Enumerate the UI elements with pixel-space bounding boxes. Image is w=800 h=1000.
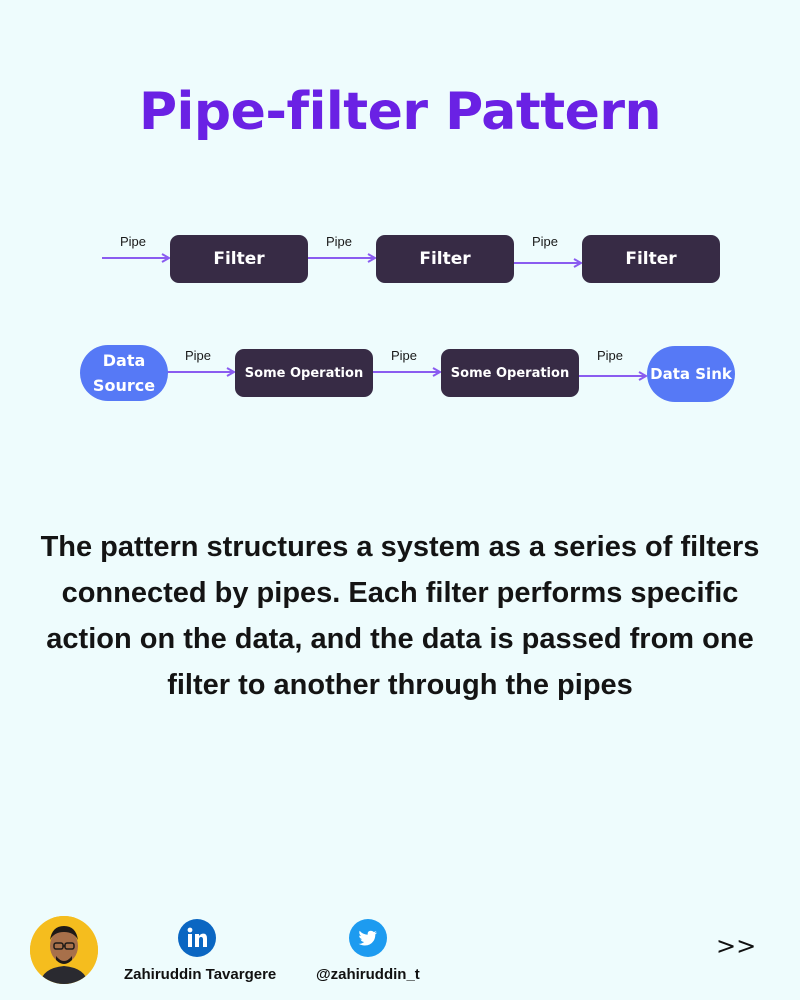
- data-source-node: Data Source: [80, 345, 168, 401]
- avatar: [30, 916, 98, 984]
- pipe-label: Pipe: [532, 234, 559, 249]
- data-sink-node: Data Sink: [647, 346, 735, 402]
- pipe-label: Pipe: [185, 348, 212, 363]
- avatar-portrait: [30, 916, 98, 984]
- filter-box: Filter: [582, 235, 720, 283]
- page-title: Pipe-filter Pattern: [138, 82, 662, 142]
- filter-box: Filter: [376, 235, 514, 283]
- linkedin-icon[interactable]: [178, 919, 216, 957]
- linkedin-logo: [187, 927, 207, 947]
- operation-box: Some Operation: [441, 349, 579, 397]
- twitter-bird: [358, 930, 377, 946]
- twitter-handle[interactable]: @zahiruddin_t: [316, 966, 420, 983]
- author-name[interactable]: Zahiruddin Tavargere: [124, 966, 277, 983]
- pipe-filter-diagram: Pipe Filter Pipe Filter Pipe Filter Data…: [0, 0, 800, 480]
- pipe-label: Pipe: [391, 348, 418, 363]
- description-text: The pattern structures a system as a ser…: [40, 531, 760, 701]
- pipe-label: Pipe: [597, 348, 624, 363]
- pipe-label: Pipe: [326, 234, 353, 249]
- next-indicator[interactable]: >>: [716, 932, 757, 960]
- operation-box: Some Operation: [235, 349, 373, 397]
- filter-box: Filter: [170, 235, 308, 283]
- pipe-label: Pipe: [120, 234, 147, 249]
- twitter-icon[interactable]: [349, 919, 387, 957]
- diagram-arrows: [102, 0, 800, 480]
